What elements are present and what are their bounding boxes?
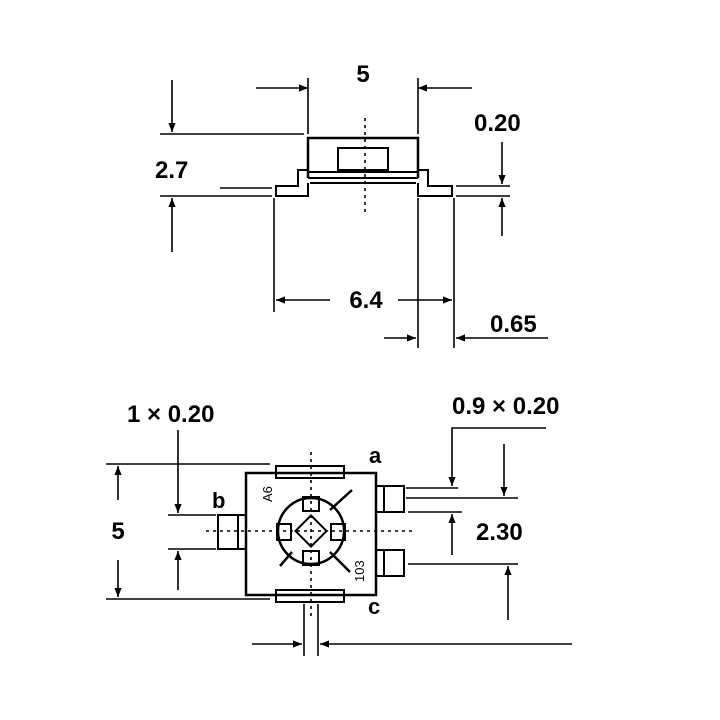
dim-pad-width-bottom (252, 604, 572, 656)
dim-width-overall: 6.4 (273, 198, 455, 348)
dim-lead-width: 0.65 (384, 311, 548, 342)
dim-pin-pitch: 2.30 (408, 511, 523, 620)
pad-top (275, 465, 345, 479)
dim-width-top: 5 (256, 61, 472, 134)
side-body-outline (306, 118, 420, 212)
side-lead-right (417, 169, 453, 197)
dim-pad-ac-label: 0.9 × 0.20 (452, 393, 559, 420)
dim-lead-thickness: 0.20 (456, 110, 521, 236)
terminal-b (217, 514, 247, 550)
terminal-a (375, 485, 405, 513)
dim-lead-thickness-label: 0.20 (474, 110, 521, 137)
dim-height-label: 2.7 (155, 157, 188, 184)
dim-pad-b: 1 × 0.20 (127, 401, 216, 590)
dim-body-size: 5 (106, 463, 270, 600)
pin-b-label: b (212, 488, 225, 513)
side-view: 5 2.7 0.20 6.4 (155, 61, 548, 348)
dim-width-top-label: 5 (356, 61, 369, 88)
pin-a-label: a (369, 443, 382, 468)
dim-lead-width-label: 0.65 (490, 311, 537, 338)
terminal-c (375, 549, 405, 577)
pad-bottom (275, 589, 345, 603)
dim-body-size-label: 5 (111, 518, 124, 545)
rotor-wiper-mark (329, 489, 353, 511)
pin-c-label: c (368, 594, 380, 619)
dim-pin-pitch-label: 2.30 (476, 519, 523, 546)
dim-pad-b-label: 1 × 0.20 (127, 401, 214, 428)
marking-code: A6 (260, 486, 275, 502)
dim-pad-ac: 0.9 × 0.20 (406, 393, 559, 499)
dim-height: 2.7 (155, 80, 304, 252)
dim-width-overall-label: 6.4 (349, 287, 383, 314)
top-view: A6 103 a b c 5 1 × 0.20 0.9 × 0.2 (106, 393, 572, 656)
marking-value: 103 (352, 560, 367, 582)
side-lead-left (275, 169, 309, 197)
